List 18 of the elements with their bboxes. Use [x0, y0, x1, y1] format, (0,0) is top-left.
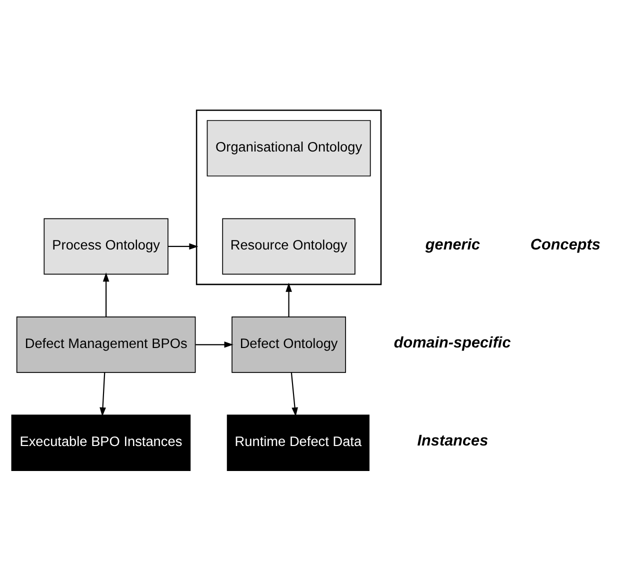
- node-box: Defect Ontology: [232, 316, 346, 372]
- arrow: [102, 272, 110, 316]
- cluster: [196, 109, 382, 285]
- arrow: [168, 242, 198, 250]
- label: domain-specific: [394, 334, 511, 352]
- node-box: Organisational Ontology: [206, 120, 371, 176]
- arrow: [286, 282, 292, 316]
- arrow: [290, 372, 298, 416]
- arrow: [100, 372, 106, 416]
- node-box: Resource Ontology: [222, 218, 356, 274]
- label: generic: [425, 236, 480, 253]
- node-box: Defect Management BPOs: [16, 316, 196, 372]
- label: Concepts: [530, 236, 600, 253]
- label: Instances: [417, 432, 488, 450]
- node-box: Executable BPO Instances: [11, 414, 191, 471]
- arrow: [196, 340, 234, 348]
- node-box: Runtime Defect Data: [226, 414, 370, 471]
- node-box: Process Ontology: [44, 218, 168, 274]
